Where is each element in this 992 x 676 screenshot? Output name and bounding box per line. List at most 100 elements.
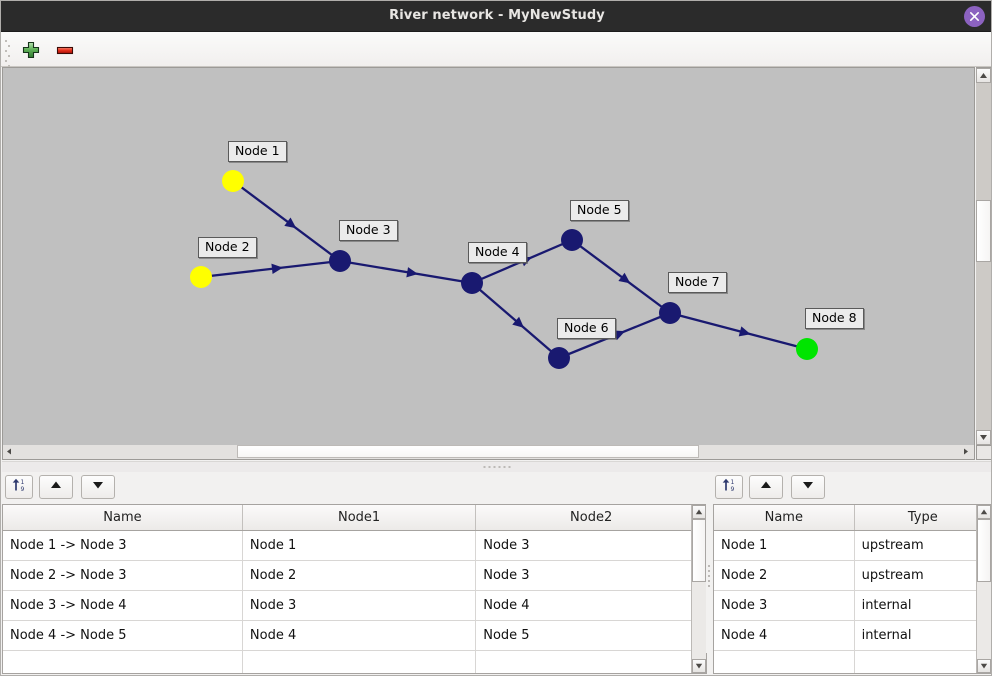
column-header-name[interactable]: Name xyxy=(3,505,243,531)
cell-type[interactable]: upstream xyxy=(854,530,991,561)
vertical-splitter[interactable] xyxy=(706,503,713,653)
column-header-node1[interactable]: Node1 xyxy=(242,505,477,531)
cell-empty[interactable] xyxy=(3,650,243,673)
graph-node-label-node-8[interactable]: Node 8 xyxy=(805,308,864,329)
graph-node-node-7[interactable] xyxy=(659,302,681,324)
graph-node-label-node-4[interactable]: Node 4 xyxy=(468,242,527,263)
graph-node-label-node-5[interactable]: Node 5 xyxy=(570,200,629,221)
graph-node-label-node-7[interactable]: Node 7 xyxy=(668,272,727,293)
add-node-icon[interactable] xyxy=(19,38,43,62)
graph-node-node-2[interactable] xyxy=(190,266,212,288)
graph-node-label-node-6[interactable]: Node 6 xyxy=(557,318,616,339)
graph-node-label-node-3[interactable]: Node 3 xyxy=(339,220,398,241)
graph-vertical-scroll-thumb[interactable] xyxy=(976,200,991,262)
branch-sort-button[interactable]: 1 9 xyxy=(5,475,33,499)
branch-toolbar: 1 9 xyxy=(2,472,707,503)
toolbar-grip[interactable] xyxy=(5,40,10,67)
cell-empty[interactable] xyxy=(476,651,706,674)
graph-node-node-1[interactable] xyxy=(222,170,244,192)
node-move-up-button[interactable] xyxy=(749,475,783,499)
cell-name[interactable]: Node 3 -> Node 4 xyxy=(3,590,243,621)
cell-type[interactable]: upstream xyxy=(854,560,991,591)
graph-node-label-node-2[interactable]: Node 2 xyxy=(198,237,257,258)
graph-node-node-5[interactable] xyxy=(561,229,583,251)
cell-name[interactable]: Node 1 xyxy=(714,530,855,561)
scroll-down-arrow-icon[interactable] xyxy=(692,659,706,673)
cell-name[interactable]: Node 4 -> Node 5 xyxy=(3,620,243,651)
close-icon[interactable] xyxy=(964,6,985,27)
scroll-down-arrow-icon[interactable] xyxy=(976,430,991,445)
scroll-up-arrow-icon[interactable] xyxy=(692,505,706,519)
graph-node-node-4[interactable] xyxy=(461,272,483,294)
graph-node-node-8[interactable] xyxy=(796,338,818,360)
graph-vertical-scrollbar[interactable] xyxy=(976,67,991,446)
graph-edge-arrow-icon xyxy=(271,263,283,274)
graph-edge[interactable] xyxy=(571,239,671,314)
scroll-up-arrow-icon[interactable] xyxy=(977,505,991,519)
column-header-type[interactable]: Type xyxy=(854,505,991,531)
delete-node-icon[interactable] xyxy=(53,38,77,62)
cell-node2[interactable]: Node 5 xyxy=(475,620,706,651)
splitter-grip xyxy=(708,565,710,590)
cell-node1[interactable]: Node 4 xyxy=(242,620,477,651)
graph-edge[interactable] xyxy=(339,259,473,285)
scroll-up-arrow-icon[interactable] xyxy=(976,68,991,83)
graph-horizontal-scrollbar[interactable] xyxy=(2,445,975,460)
cell-node1[interactable]: Node 3 xyxy=(242,590,477,621)
cell-type[interactable]: internal xyxy=(854,590,991,621)
cell-node1[interactable]: Node 1 xyxy=(242,530,477,561)
scroll-down-arrow-icon[interactable] xyxy=(977,659,991,673)
cell-empty[interactable] xyxy=(854,651,991,674)
column-header-node2[interactable]: Node2 xyxy=(475,505,706,531)
column-header-name[interactable]: Name xyxy=(714,505,855,531)
graph-node-node-3[interactable] xyxy=(329,250,351,272)
graph-edge[interactable] xyxy=(669,311,808,351)
node-table-vertical-scrollbar[interactable] xyxy=(976,505,991,673)
cell-name[interactable]: Node 2 -> Node 3 xyxy=(3,560,243,591)
cell-empty[interactable] xyxy=(242,650,477,673)
scroll-right-arrow-icon[interactable] xyxy=(960,445,974,458)
graph-node-label-node-1[interactable]: Node 1 xyxy=(228,141,287,162)
node-table-row-empty[interactable] xyxy=(714,650,991,674)
network-diagram-canvas[interactable]: Node 1 Node 2 Node 3 Node 4 Node 5 Node 6 Node… xyxy=(2,67,975,446)
branch-move-down-button[interactable] xyxy=(81,475,115,499)
cell-type[interactable]: internal xyxy=(854,620,991,651)
cell-name[interactable]: Node 1 -> Node 3 xyxy=(3,530,243,561)
node-table-scroll-thumb[interactable] xyxy=(977,519,991,582)
svg-text:1: 1 xyxy=(21,479,25,486)
branch-table-row-empty[interactable] xyxy=(3,650,706,674)
cell-node2[interactable]: Node 3 xyxy=(475,560,706,591)
cell-node1[interactable]: Node 2 xyxy=(242,560,477,591)
scroll-left-arrow-icon[interactable] xyxy=(3,445,17,458)
cell-node2[interactable]: Node 3 xyxy=(475,530,706,561)
cell-node2[interactable]: Node 4 xyxy=(475,590,706,621)
graph-edge-arrow-icon xyxy=(284,217,297,229)
branch-table-vertical-scrollbar[interactable] xyxy=(691,505,706,673)
branch-table-scroll-thumb[interactable] xyxy=(692,519,706,582)
graph-edge[interactable] xyxy=(471,282,560,359)
graph-node-node-6[interactable] xyxy=(548,347,570,369)
cell-empty[interactable] xyxy=(714,650,855,673)
cell-name[interactable]: Node 4 xyxy=(714,620,855,651)
graph-horizontal-scroll-thumb[interactable] xyxy=(237,445,699,458)
graph-edge[interactable] xyxy=(232,180,341,262)
cell-name[interactable]: Node 2 xyxy=(714,560,855,591)
cell-name[interactable]: Node 3 xyxy=(714,590,855,621)
graph-edge[interactable] xyxy=(200,259,341,279)
node-sort-button[interactable]: 1 9 xyxy=(715,475,743,499)
node-move-down-button[interactable] xyxy=(791,475,825,499)
horizontal-splitter[interactable] xyxy=(2,461,991,472)
branch-move-up-button[interactable] xyxy=(39,475,73,499)
